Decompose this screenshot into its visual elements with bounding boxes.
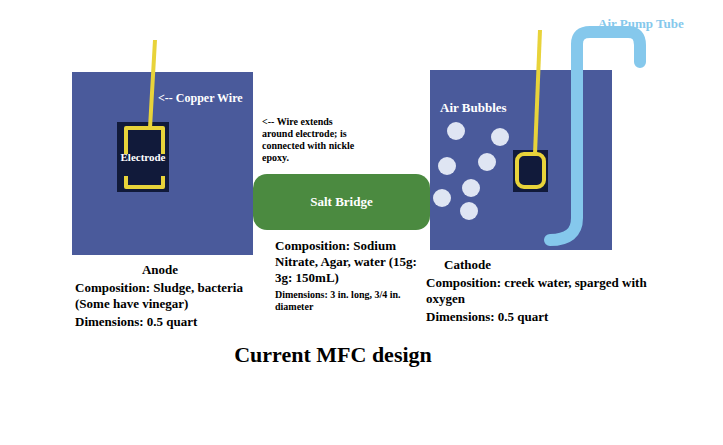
diagram-title: Current MFC design <box>150 342 516 368</box>
air-bubble <box>462 179 480 197</box>
dimension-note: Dimensions: 3 in. long, 3/4 in. diameter <box>275 289 405 313</box>
chamber-heading: Cathode <box>430 257 505 273</box>
air-bubbles <box>433 122 509 220</box>
copper-wire <box>126 176 163 187</box>
dimension-note: Dimensions: 0.5 quart <box>75 314 280 330</box>
callout-label: <-- Copper Wire <box>158 91 243 105</box>
air-bubble <box>447 122 465 140</box>
callout-label: Air Pump Tube <box>598 16 684 32</box>
cathode-electrode <box>513 150 548 192</box>
anode-electrode: Electrode <box>117 122 169 192</box>
composition-note: Composition: Sodium Nitrate, Agar, water… <box>275 238 427 286</box>
air-bubble <box>491 128 509 146</box>
air-bubble <box>433 189 451 207</box>
copper-wire <box>126 40 155 154</box>
air-pump-tube <box>550 32 640 240</box>
callout-label: Air Bubbles <box>440 100 507 116</box>
cathode-chamber: CathodeComposition: creek water, sparged… <box>430 70 612 250</box>
copper-wire <box>517 154 544 187</box>
salt-bridge: Salt BridgeComposition: Sodium Nitrate, … <box>253 174 430 230</box>
callout-note: <-- Wire extends around electrode; is co… <box>262 116 362 164</box>
air-bubble <box>460 202 478 220</box>
composition-note: Composition: Sludge, bacteria (Some have… <box>75 280 280 312</box>
air-bubble <box>478 153 496 171</box>
electrode-label: Electrode <box>120 151 165 164</box>
air-bubble <box>438 157 456 175</box>
copper-wire <box>150 128 163 154</box>
bridge-label: Salt Bridge <box>310 194 372 210</box>
copper-wire <box>535 30 540 154</box>
chamber-heading: Anode <box>100 262 220 278</box>
composition-note: Composition: creek water, sparged with o… <box>426 275 666 307</box>
dimension-note: Dimensions: 0.5 quart <box>426 309 666 325</box>
